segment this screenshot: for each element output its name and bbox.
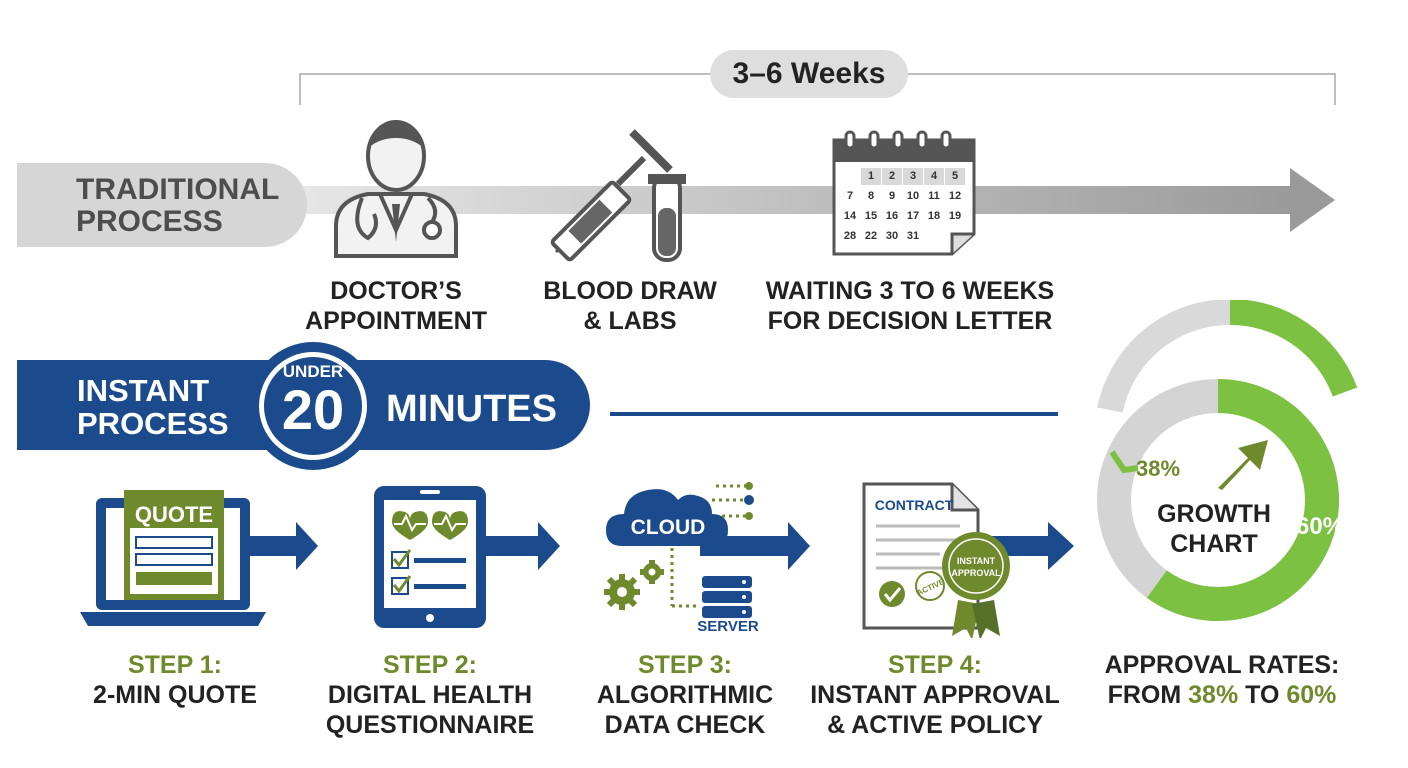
minutes-label: MINUTES xyxy=(386,388,557,430)
growth-from-label: 38% xyxy=(1136,456,1180,481)
growth-caption-line2: FROM 38% TO 60% xyxy=(1092,680,1352,710)
calendar-day: 28 xyxy=(843,230,857,242)
syringe-icon xyxy=(550,129,686,262)
instant-step-1-label: STEP 1: 2-MIN QUOTE xyxy=(70,650,280,710)
growth-back-ring-gray xyxy=(1097,300,1231,413)
instant-label-line1: INSTANT xyxy=(77,373,210,408)
instant-label: INSTANT PROCESS xyxy=(77,374,229,440)
duration-text: 3–6 Weeks xyxy=(732,57,886,90)
growth-to-label: 60% xyxy=(1296,513,1344,540)
instant-step-3-label: STEP 3: ALGORITHMIC DATA CHECK xyxy=(570,650,800,740)
instant-banner xyxy=(17,342,1058,470)
calendar-day: 17 xyxy=(906,210,920,222)
instant-step-2-line1: DIGITAL HEALTH xyxy=(327,681,533,709)
traditional-step-1-label: DOCTOR’S APPOINTMENT xyxy=(296,276,496,336)
calendar-day: 19 xyxy=(948,210,962,222)
minutes-badge: UNDER 20 xyxy=(263,362,363,438)
caption-from-value: 38% xyxy=(1188,681,1239,709)
traditional-step-2-label: BLOOD DRAW & LABS xyxy=(530,276,730,336)
growth-ring-arc xyxy=(1146,379,1339,621)
minutes-badge-inner xyxy=(264,357,362,455)
doctor-icon xyxy=(334,120,458,258)
server-icon-text: SERVER xyxy=(697,618,759,635)
instant-step-2-label: STEP 2: DIGITAL HEALTH QUESTIONNAIRE xyxy=(310,650,550,740)
instant-step-4-number: STEP 4: xyxy=(887,651,983,679)
traditional-label-pill xyxy=(17,163,307,247)
calendar-day: 11 xyxy=(928,190,940,202)
instant-step-1-line1: 2-MIN QUOTE xyxy=(93,681,257,709)
timeline-arrowhead xyxy=(1290,168,1335,232)
calendar-day: 9 xyxy=(888,190,896,202)
traditional-label-line1: TRADITIONAL xyxy=(76,173,280,206)
calendar-day: 22 xyxy=(864,230,878,242)
badge-under: UNDER xyxy=(282,362,344,381)
traditional-step-3-label: WAITING 3 TO 6 WEEKS FOR DECISION LETTER xyxy=(750,276,1070,336)
instant-step-3-line1: ALGORITHMIC xyxy=(596,681,774,709)
calendar-day: 3 xyxy=(903,168,923,185)
growth-caption: APPROVAL RATES: FROM 38% TO 60% xyxy=(1092,650,1352,710)
calendar-day: 8 xyxy=(867,190,875,202)
calendar-day: 5 xyxy=(945,168,965,185)
growth-title-line2: CHART xyxy=(1170,530,1258,558)
instant-step-4-line2: & ACTIVE POLICY xyxy=(827,711,1043,739)
traditional-label-line2: PROCESS xyxy=(76,205,223,238)
instant-step-3-line2: DATA CHECK xyxy=(604,711,766,739)
instant-step-1-number: STEP 1: xyxy=(127,651,223,679)
contract-icon-text: CONTRACT xyxy=(875,497,954,513)
calendar-day: 30 xyxy=(885,230,899,242)
instant-step-4-label: STEP 4: INSTANT APPROVAL & ACTIVE POLICY xyxy=(800,650,1070,740)
tablet-checklist-icon xyxy=(374,486,486,628)
quote-icon-text: QUOTE xyxy=(135,502,213,527)
calendar-day: 1 xyxy=(861,168,881,185)
seal-line1-text: INSTANT xyxy=(957,556,996,566)
caption-from-word: FROM xyxy=(1107,681,1182,709)
growth-chart: 38% GROWTH CHART 60% xyxy=(1097,300,1358,621)
calendar-day: 14 xyxy=(843,210,857,222)
calendar-day: 18 xyxy=(927,210,941,222)
instant-step-3-number: STEP 3: xyxy=(637,651,733,679)
duration-pill: 3–6 Weeks xyxy=(710,50,908,98)
growth-start-hook xyxy=(1109,450,1139,474)
calendar-day: 10 xyxy=(906,190,920,202)
badge-number: 20 xyxy=(281,378,345,441)
traditional-step-1-line2: APPOINTMENT xyxy=(305,307,487,335)
calendar-day: 12 xyxy=(948,190,962,202)
instant-step-4-line1: INSTANT APPROVAL xyxy=(810,681,1060,709)
calendar-day: 15 xyxy=(864,210,878,222)
laptop-quote-icon: QUOTE xyxy=(80,490,266,626)
instant-steps-graphics: QUOTE CLOUD xyxy=(80,482,1074,638)
instant-step-2-number: STEP 2: xyxy=(382,651,478,679)
calendar-day: 2 xyxy=(882,168,902,185)
growth-caption-line1: APPROVAL RATES: xyxy=(1104,651,1340,679)
instant-label-line2: PROCESS xyxy=(77,406,229,441)
calendar-day: 16 xyxy=(885,210,899,222)
calendar-day: 4 xyxy=(924,168,944,185)
caption-to-word: TO xyxy=(1245,681,1280,709)
cloud-server-icon: CLOUD SERVER xyxy=(604,482,759,635)
calendar-day: 7 xyxy=(846,190,854,202)
traditional-step-3-line1: WAITING 3 TO 6 WEEKS xyxy=(765,277,1055,305)
cloud-icon-text: CLOUD xyxy=(631,516,706,539)
traditional-step-2-line1: BLOOD DRAW xyxy=(543,277,717,305)
growth-arrow-icon xyxy=(1218,440,1268,490)
traditional-step-2-line2: & LABS xyxy=(583,307,677,335)
traditional-label: TRADITIONAL PROCESS xyxy=(76,174,279,238)
timeline-arrow-body xyxy=(300,186,1295,214)
caption-to-value: 60% xyxy=(1286,681,1337,709)
instant-step-2-line2: QUESTIONNAIRE xyxy=(325,711,535,739)
growth-back-ring-green xyxy=(1229,300,1358,397)
contract-seal-icon: CONTRACT ACTIVE INSTANT APPROVAL xyxy=(862,482,1010,638)
seal-line2-text: APPROVAL xyxy=(951,568,1001,578)
traditional-step-1-line1: DOCTOR’S xyxy=(330,277,462,305)
growth-title-line1: GROWTH xyxy=(1157,500,1271,528)
calendar-day: 31 xyxy=(906,230,920,242)
traditional-step-3-line2: FOR DECISION LETTER xyxy=(767,307,1053,335)
